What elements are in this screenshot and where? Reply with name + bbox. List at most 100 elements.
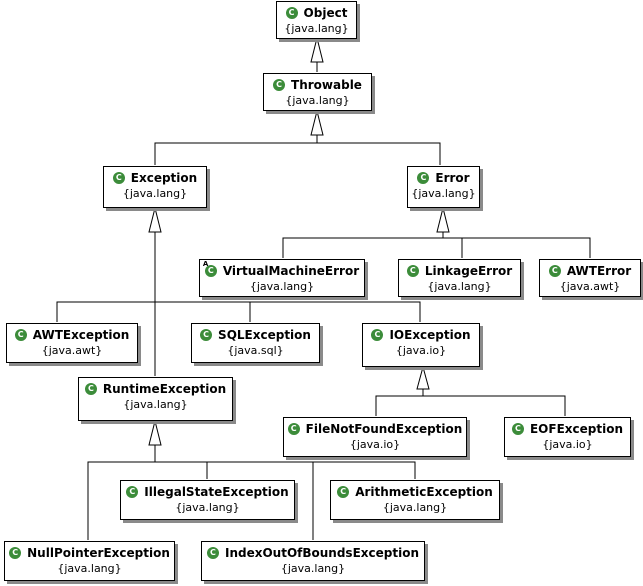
class-icon: C: [406, 265, 419, 277]
arrow-exception: [148, 207, 162, 233]
class-icon-letter: C: [210, 548, 216, 557]
class-name: EOFException: [529, 422, 623, 436]
package-name: {java.lang}: [175, 501, 240, 514]
class-box-arithmetic-exception: C ArithmeticException {java.lang}: [330, 480, 500, 520]
class-icon: C: [273, 79, 286, 91]
class-icon: C: [126, 486, 139, 498]
class-name-row: C IOException: [363, 328, 479, 342]
class-box-linkage-error: C LinkageError {java.lang}: [398, 259, 521, 297]
class-name: LinkageError: [424, 264, 513, 278]
class-icon: C: [200, 329, 213, 341]
edge-exception-throwable: [154, 135, 441, 165]
class-icon: C: [287, 423, 300, 435]
package-name: {java.lang}: [122, 187, 188, 200]
class-icon-letter: C: [203, 330, 209, 339]
class-icon-letter: C: [87, 384, 94, 393]
class-icon-letter: C: [515, 424, 521, 433]
class-icon: C: [206, 547, 219, 559]
class-name: IndexOutOfBoundsException: [224, 546, 419, 560]
class-icon-letter: C: [207, 266, 214, 275]
class-icon-letter: C: [276, 80, 282, 89]
class-box-file-not-found-exception: C FileNotFoundException {java.io}: [283, 417, 467, 457]
class-icon-letter: C: [17, 330, 24, 339]
class-name: AWTError: [566, 264, 632, 278]
package-name: {java.awt}: [41, 344, 103, 357]
class-icon: C: [84, 383, 97, 395]
edge-error-children: [282, 232, 591, 258]
class-icon: C: [511, 423, 524, 435]
class-name: ArithmeticException: [355, 485, 493, 499]
package-name: {java.lang}: [249, 280, 315, 293]
class-box-error: C Error {java.lang}: [407, 166, 480, 208]
class-name-row: C ArithmeticException: [331, 485, 499, 499]
class-icon: C: [285, 7, 298, 19]
class-icon-letter: C: [115, 173, 122, 182]
abstract-marker: A: [202, 260, 209, 268]
class-icon: C: [371, 329, 384, 341]
class-box-io-exception: C IOException {java.io}: [362, 323, 480, 367]
package-name: {java.sql}: [227, 344, 284, 357]
edge-ioexception-children: [375, 389, 566, 416]
class-icon-letter: C: [340, 487, 347, 496]
class-icon-letter: C: [290, 424, 297, 433]
arrow-runtime: [148, 420, 162, 446]
class-name-row: C EOFException: [505, 422, 630, 436]
arrow-throwable: [310, 110, 324, 136]
class-icon: C: [14, 329, 27, 341]
class-icon-letter: C: [12, 548, 19, 557]
class-name-row: C NullPointerException: [5, 546, 174, 560]
package-name: {java.lang}: [285, 94, 350, 107]
class-icon-letter: C: [551, 266, 558, 275]
class-icon: C: [548, 265, 561, 277]
class-icon: C: [337, 486, 350, 498]
class-name: Error: [435, 171, 470, 185]
class-name: VirtualMachineError: [222, 264, 360, 278]
package-name: {java.lang}: [411, 187, 476, 200]
class-name: IOException: [389, 328, 471, 342]
class-icon-letter: C: [409, 266, 416, 275]
class-name-row: C IndexOutOfBoundsException: [202, 546, 424, 560]
package-name: {java.io}: [395, 344, 447, 357]
edge-runtime-children: [87, 445, 416, 540]
package-name: {java.lang}: [57, 562, 122, 575]
class-name: FileNotFoundException: [305, 422, 463, 436]
class-name-row: C LinkageError: [399, 264, 520, 278]
class-icon: C: [112, 172, 125, 184]
class-name: IllegalStateException: [144, 485, 289, 499]
package-name: {java.io}: [349, 438, 401, 451]
package-name: {java.lang}: [280, 562, 346, 575]
class-name: NullPointerException: [27, 546, 170, 560]
class-icon-letter: C: [288, 8, 295, 17]
package-name: {java.lang}: [427, 280, 492, 293]
class-name-row: C FileNotFoundException: [284, 422, 466, 436]
arrow-object: [310, 37, 324, 63]
class-name-row: C Error: [408, 171, 479, 185]
class-icon-letter: C: [420, 173, 427, 182]
package-name: {java.lang}: [123, 398, 188, 411]
class-icon-letter: C: [374, 330, 381, 339]
class-icon: C: [9, 547, 22, 559]
package-name: {java.lang}: [284, 22, 349, 35]
class-name-row: C AWTError: [540, 264, 640, 278]
package-name: {java.lang}: [382, 501, 448, 514]
class-name-row: C IllegalStateException: [121, 485, 294, 499]
arrow-ioexception: [416, 365, 430, 390]
edge-exception-children: [56, 232, 421, 376]
class-box-index-out-of-bounds-exception: C IndexOutOfBoundsException {java.lang}: [201, 541, 425, 581]
